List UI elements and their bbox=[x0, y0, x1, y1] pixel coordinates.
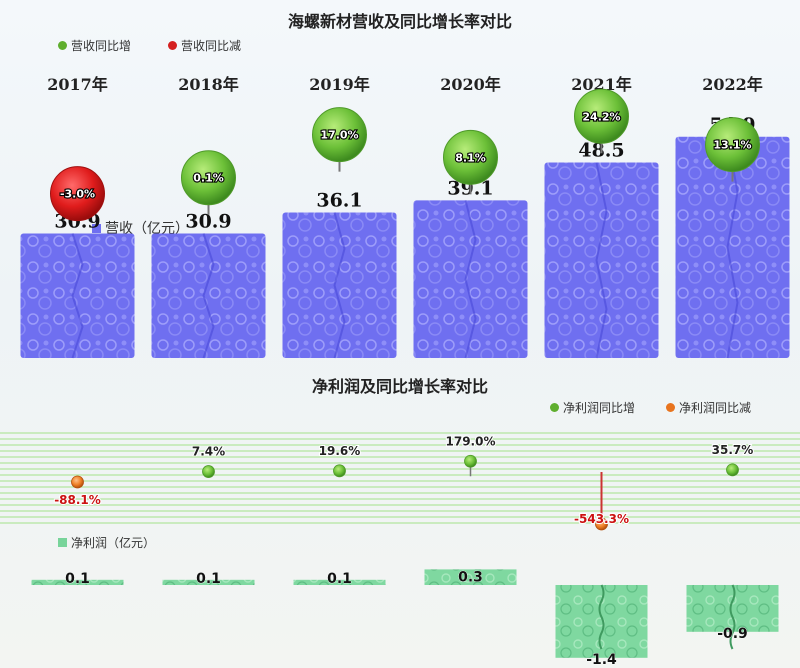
green-square-icon bbox=[58, 538, 67, 547]
profit-bar-legend: 净利润（亿元） bbox=[58, 534, 155, 551]
revenue-chart-title: 海螺新材营收及同比增长率对比 bbox=[287, 12, 512, 31]
profit-bar bbox=[424, 569, 517, 585]
revenue-growth-label: 0.1% bbox=[193, 172, 224, 185]
revenue-value-label: 30.9 bbox=[185, 210, 231, 232]
profit-value-label: 0.1 bbox=[327, 571, 352, 587]
legend-up-label: 营收同比增 bbox=[71, 39, 132, 53]
revenue-growth-marker bbox=[705, 117, 760, 173]
legend-bar-label: 净利润（亿元） bbox=[71, 536, 156, 550]
revenue-growth-label: 13.1% bbox=[713, 139, 751, 152]
revenue-bar bbox=[675, 136, 790, 358]
revenue-bar-chain bbox=[595, 162, 608, 359]
profit-bar bbox=[293, 579, 386, 585]
profit-chart-title: 净利润及同比增长率对比 bbox=[311, 377, 488, 396]
legend-down-label: 净利润同比减 bbox=[679, 401, 752, 415]
red-dot-icon bbox=[168, 41, 177, 50]
profit-growth-label: 19.6% bbox=[319, 444, 361, 458]
profit-value-label: 0.1 bbox=[65, 571, 90, 587]
revenue-bar-chain bbox=[202, 233, 215, 359]
revenue-bar bbox=[544, 162, 659, 358]
profit-growth-label: -543.3% bbox=[574, 512, 629, 526]
profit-growth-label: 35.7% bbox=[712, 443, 754, 457]
revenue-bar-chain bbox=[333, 212, 346, 359]
profit-bar bbox=[162, 579, 255, 585]
profit-value-label: -0.9 bbox=[717, 626, 748, 642]
growth-band-background bbox=[0, 432, 800, 526]
profit-growth-marker bbox=[595, 517, 608, 531]
year-label: 2020年 bbox=[440, 75, 501, 94]
profit-value-label: -1.4 bbox=[586, 652, 617, 668]
blue-square-icon bbox=[92, 223, 101, 233]
revenue-bar-chain bbox=[71, 233, 84, 359]
green-dot-icon bbox=[550, 403, 559, 412]
revenue-bar bbox=[151, 233, 266, 358]
year-label: 2018年 bbox=[178, 75, 239, 94]
revenue-value-label: 36.1 bbox=[316, 190, 362, 212]
revenue-bar-legend: 营收（亿元） bbox=[92, 218, 189, 238]
year-label: 2021年 bbox=[571, 75, 632, 94]
revenue-growth-marker bbox=[50, 166, 105, 222]
revenue-growth-legend-down: 营收同比减 bbox=[168, 37, 241, 54]
revenue-growth-label: -3.0% bbox=[60, 188, 95, 201]
profit-growth-marker bbox=[464, 454, 477, 468]
profit-growth-marker bbox=[71, 475, 84, 489]
revenue-bar bbox=[282, 212, 397, 358]
revenue-bar-chain bbox=[464, 200, 477, 359]
profit-growth-legend-up: 净利润同比增 bbox=[550, 399, 635, 416]
legend-down-label: 营收同比减 bbox=[181, 39, 242, 53]
profit-growth-label: -88.1% bbox=[54, 493, 101, 507]
profit-bar-chain bbox=[598, 584, 605, 650]
profit-growth-label: 179.0% bbox=[446, 434, 496, 448]
profit-growth-marker bbox=[726, 463, 739, 477]
legend-up-label: 净利润同比增 bbox=[563, 401, 636, 415]
profit-growth-legend-down: 净利润同比减 bbox=[666, 399, 751, 416]
year-label: 2019年 bbox=[309, 75, 370, 94]
profit-growth-label: 7.4% bbox=[192, 445, 225, 459]
revenue-bar-chain bbox=[726, 136, 739, 359]
profit-value-label: 0.1 bbox=[196, 571, 221, 587]
profit-bar bbox=[686, 585, 779, 632]
revenue-growth-legend-up: 营收同比增 bbox=[58, 37, 131, 54]
profit-bar bbox=[555, 585, 648, 658]
revenue-bar bbox=[20, 233, 135, 358]
profit-bar-chain bbox=[729, 584, 736, 650]
revenue-bar bbox=[413, 200, 528, 358]
legend-bar-label: 营收（亿元） bbox=[105, 221, 189, 237]
year-label: 2017年 bbox=[47, 75, 108, 94]
revenue-growth-label: 17.0% bbox=[320, 129, 358, 142]
revenue-growth-marker bbox=[312, 107, 367, 163]
profit-value-label: 0.3 bbox=[458, 569, 483, 585]
revenue-growth-label: 8.1% bbox=[455, 151, 486, 164]
profit-growth-marker bbox=[333, 464, 346, 478]
green-dot-icon bbox=[58, 41, 67, 50]
revenue-growth-marker bbox=[443, 129, 498, 185]
profit-bar bbox=[31, 579, 124, 585]
revenue-growth-marker bbox=[574, 88, 629, 144]
revenue-growth-label: 24.2% bbox=[582, 110, 620, 123]
year-label: 2022年 bbox=[702, 75, 763, 94]
revenue-growth-marker bbox=[181, 150, 236, 206]
profit-growth-marker bbox=[202, 465, 215, 478]
orange-dot-icon bbox=[666, 403, 675, 412]
